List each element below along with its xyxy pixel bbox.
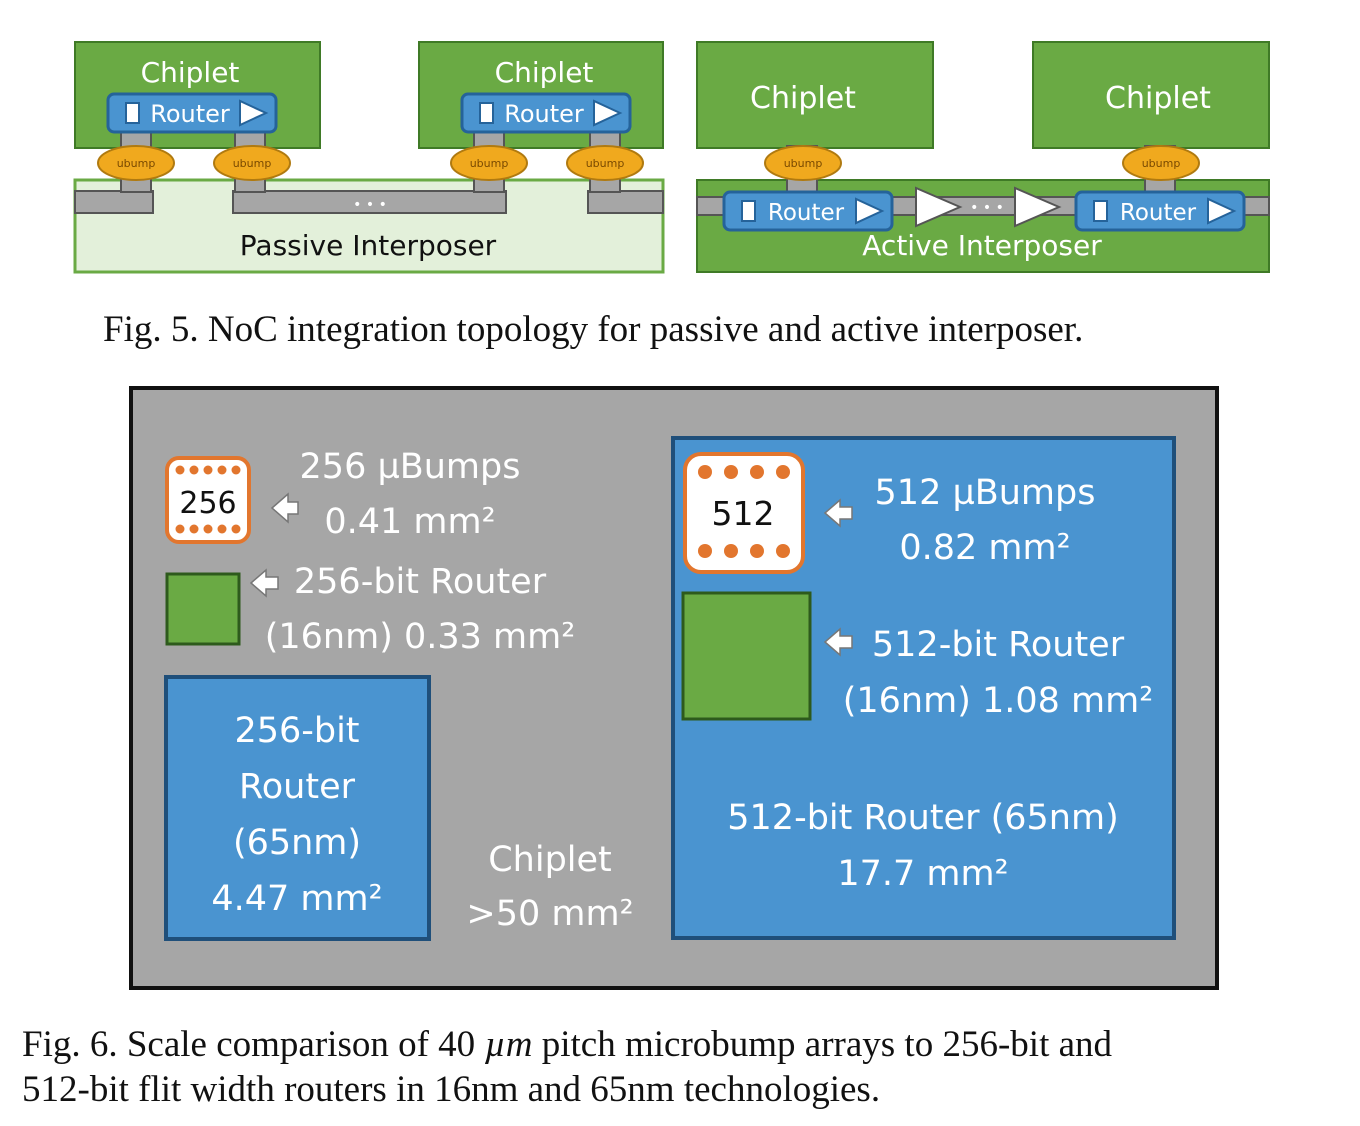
router-512-65nm-label: 512-bit Router (65nm) [727, 798, 1118, 838]
fig5-caption: Fig. 5. NoC integration topology for pas… [103, 309, 1084, 350]
active-chiplet-left [696, 41, 934, 149]
bumps-512-count-label: 512 µBumps [875, 473, 1096, 513]
arrow-left-icon [823, 498, 853, 528]
ubump-label: ubump [586, 157, 625, 170]
fig5-diagram: Chiplet Chiplet Chiplet Chiplet Router R… [73, 41, 1270, 274]
passive-wire-right [587, 190, 664, 214]
active-interposer-label: Active Interposer [862, 229, 1102, 262]
fig6-caption-line1: Fig. 6. Scale comparison of 40 µm pitch … [22, 1024, 1113, 1065]
chiplet-label: Chiplet [750, 81, 856, 116]
active-chiplet-right [1032, 41, 1270, 149]
arrow-left-icon [270, 492, 299, 524]
bumps-512-area-label: 0.82 mm² [899, 528, 1070, 568]
router-label: Router [150, 100, 230, 128]
ubump-label: ubump [470, 157, 509, 170]
bump-array-512-icon [683, 452, 805, 574]
arrow-left-icon [823, 627, 853, 657]
passive-router-right [460, 92, 632, 134]
ubump-label: ubump [117, 157, 156, 170]
repeater-icon [915, 186, 963, 228]
active-router-left [722, 190, 894, 232]
router-label: Router [504, 100, 584, 128]
bump-count-512: 512 [712, 494, 775, 533]
ubump-label: ubump [784, 157, 823, 170]
arrow-left-icon [249, 568, 279, 598]
router-256-16nm-area: (16nm) 0.33 mm² [265, 617, 576, 657]
chiplet-label: Chiplet [141, 56, 240, 89]
router-512-16nm-block [681, 591, 812, 721]
router-256-16nm-label: 256-bit Router [294, 562, 547, 602]
ellipsis: • • • [970, 200, 1004, 216]
router-256-65nm-area: 4.47 mm² [211, 879, 382, 919]
chiplet-area-value: >50 mm² [466, 894, 633, 934]
passive-wire-left [74, 190, 154, 214]
router-256-65nm-label: Router [239, 767, 356, 807]
router-256-16nm-block [165, 572, 241, 646]
chiplet-area-label: Chiplet [488, 840, 612, 880]
router-256-65nm-tech: (65nm) [233, 823, 361, 863]
fig6-diagram: 256 256 µBumps 0.41 mm² 256-bit Router (… [129, 386, 1219, 990]
ubump-label: ubump [233, 157, 272, 170]
chiplet-label: Chiplet [495, 56, 594, 89]
bumps-256-count-label: 256 µBumps [300, 447, 521, 487]
active-router-right [1074, 190, 1246, 232]
bump-array-256-icon [165, 456, 251, 544]
ellipsis: • • • [353, 197, 387, 213]
router-256-65nm-block [164, 675, 431, 941]
bump-count-256: 256 [179, 486, 236, 521]
router-512-16nm-label: 512-bit Router [872, 625, 1125, 665]
router-label: Router [1120, 200, 1197, 226]
router-label: Router [768, 200, 845, 226]
ubump-label: ubump [1142, 157, 1181, 170]
passive-interposer-label: Passive Interposer [240, 229, 497, 262]
passive-router-left [106, 92, 278, 134]
router-256-65nm-label: 256-bit [234, 711, 359, 751]
router-512-16nm-area: (16nm) 1.08 mm² [843, 681, 1154, 721]
passive-wire-middle [232, 190, 507, 214]
bumps-256-area-label: 0.41 mm² [324, 502, 495, 542]
chiplet-label: Chiplet [1105, 81, 1211, 116]
fig6-caption-line2: 512-bit flit width routers in 16nm and 6… [22, 1069, 881, 1110]
repeater-icon [1014, 186, 1062, 228]
router-512-65nm-area: 17.7 mm² [837, 854, 1008, 894]
